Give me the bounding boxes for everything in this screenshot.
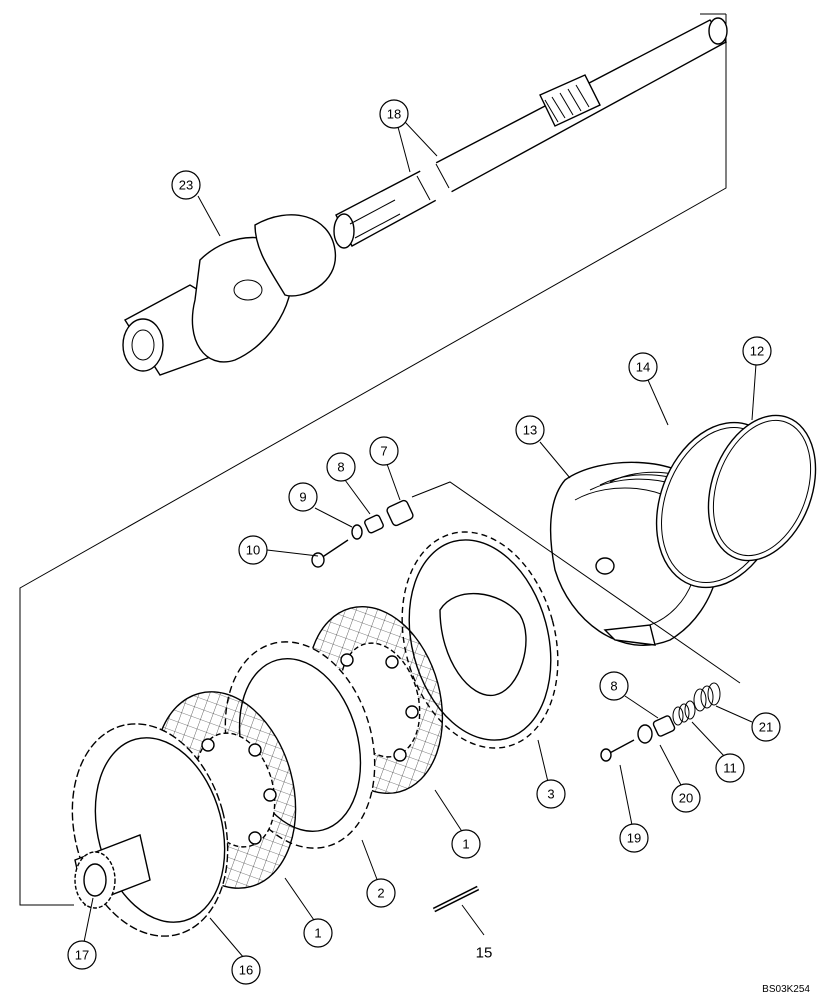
bushing-8-lower [652,715,676,737]
callout-13: 13 [515,415,545,445]
callout-3: 3 [536,779,566,809]
washer-20 [637,724,653,744]
callout-18-label: 18 [387,107,401,122]
bushing-8-upper [364,514,384,534]
assembly-frame [19,14,727,906]
callout-17: 17 [67,940,97,970]
callout-8-upper: 8 [326,452,356,482]
callout-14: 14 [628,352,658,382]
callout-13-label: 13 [523,423,537,438]
callout-8-upper-label: 8 [337,460,344,475]
splined-hub-17 [74,834,151,909]
callout-12: 12 [742,336,772,366]
callout-1-lower: 1 [303,918,333,948]
callout-11-label: 11 [723,761,737,776]
callout-9-label: 9 [299,490,306,505]
label-15: 15 [476,945,493,962]
callout-23-label: 23 [179,178,193,193]
seal-ring-12 [707,414,817,562]
callout-19: 19 [619,823,649,853]
callout-16: 16 [231,955,261,985]
callout-20: 20 [671,783,701,813]
callout-1-lower-label: 1 [314,926,321,941]
callout-10: 10 [238,535,268,565]
bolt-19 [600,739,635,762]
callout-2-label: 2 [377,886,384,901]
callout-18: 18 [379,99,409,129]
callout-23: 23 [171,170,201,200]
callout-12-label: 12 [750,344,764,359]
callout-3-label: 3 [547,787,554,802]
callout-2: 2 [366,878,396,908]
callout-20-label: 20 [679,791,693,806]
callout-8-lower: 8 [599,671,629,701]
callout-1-upper-label: 1 [462,837,469,852]
callout-7: 7 [369,436,399,466]
callout-1-upper: 1 [451,829,481,859]
sleeve-7 [386,499,414,527]
callout-14-label: 14 [636,360,650,375]
bolt-10 [311,539,349,568]
output-shaft [333,17,728,249]
spring-21 [693,682,721,712]
leader-lines [83,121,757,959]
callout-21-label: 21 [759,720,773,735]
separator-plate-3 [401,531,559,749]
callout-9: 9 [288,482,318,512]
washer-9 [351,524,363,540]
callout-10-label: 10 [246,543,260,558]
callout-8-lower-label: 8 [610,679,617,694]
callout-16-label: 16 [239,963,253,978]
reference-code: BS03K254 [762,984,810,995]
spring-11 [672,700,696,726]
callout-19-label: 19 [627,831,641,846]
callout-11: 11 [715,753,745,783]
callout-17-label: 17 [75,948,89,963]
callout-7-label: 7 [380,444,387,459]
thrust-washer-assembly [122,214,336,376]
callout-21: 21 [751,712,781,742]
